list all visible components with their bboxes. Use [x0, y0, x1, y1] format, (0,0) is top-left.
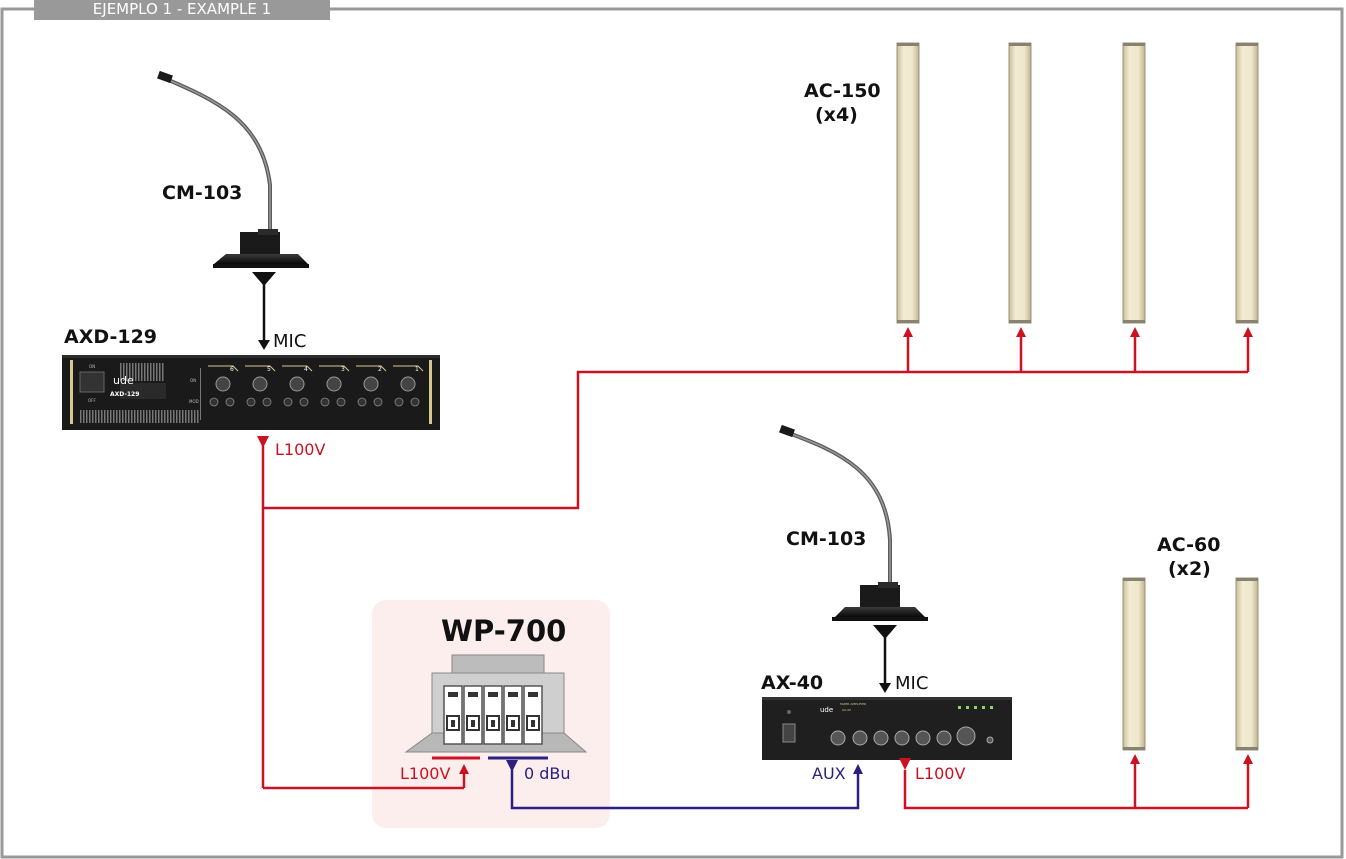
signal-l100v-top: L100V [275, 440, 326, 459]
column-ac60-qty: (x2) [1168, 558, 1211, 580]
ax40-brand-logo: ude [820, 706, 833, 714]
aux-line [510, 770, 860, 810]
axd129-knob-number: 3 [341, 366, 345, 373]
l100v-line-top [261, 335, 1250, 790]
column-ac60-model: AC-60 [1157, 534, 1221, 556]
mic-line-bottom [873, 625, 897, 693]
l100v-arrowheads-top [257, 327, 1253, 774]
column-ac150-model: AC-150 [804, 80, 881, 102]
axd129-brand-logo: ude [113, 374, 134, 387]
axd129-knob-number: 1 [415, 366, 419, 373]
aux-arrowheads [506, 760, 863, 774]
column-speakers-ac150-icon [896, 42, 1259, 324]
amp-ax40-label: AX-40 [761, 672, 824, 694]
axd129-knob-number: 5 [267, 366, 271, 373]
axd129-knob-number: 4 [304, 366, 308, 373]
axd129-model-label: AXD-129 [110, 391, 139, 398]
axd129-led-mod-label: MOD [189, 399, 199, 404]
axd129-knob-number: 6 [230, 366, 234, 373]
l100v-line-bottom [903, 762, 1250, 810]
signal-0dbu: 0 dBu [524, 764, 571, 783]
mic-top-label: CM-103 [162, 182, 243, 204]
wall-panel-wp700-label: WP-700 [441, 614, 567, 648]
signal-mic-bottom: MIC [895, 673, 929, 694]
mic-line-top [252, 272, 276, 350]
signal-mic-top: MIC [273, 331, 307, 352]
ax40-model-label: AX-40 [842, 708, 851, 712]
frame-title: EJEMPLO 1 - EXAMPLE 1 [34, 0, 330, 20]
axd129-knob-number: 2 [378, 366, 382, 373]
axd129-led-on-label: ON [190, 378, 196, 383]
microphone-bottom-icon [779, 424, 928, 621]
ax40-subtitle: MIXER AMPLIFIER [840, 702, 866, 706]
amplifier-ax40-icon: ude MIXER AMPLIFIER AX-40 [762, 697, 1012, 760]
signal-l100v-wp-in: L100V [400, 764, 451, 783]
column-speakers-ac60-icon [1122, 577, 1259, 751]
mic-bottom-label: CM-103 [786, 528, 867, 550]
signal-l100v-bottom: L100V [915, 764, 966, 783]
column-ac150-qty: (x4) [815, 104, 858, 126]
wall-panel-wp700-icon [404, 654, 588, 753]
axd129-power-off-label: OFF [88, 398, 96, 403]
axd129-power-on-label: ON [89, 364, 95, 369]
microphone-top-icon [157, 70, 309, 268]
amp-axd129-label: AXD-129 [64, 326, 158, 348]
amplifier-axd129-icon: ON OFF ON MOD ude AXD-129 6 5 4 3 2 1 [62, 355, 440, 430]
l100v-arrowheads-bottom [899, 754, 1253, 770]
outer-frame [0, 7, 1344, 859]
signal-aux: AUX [812, 764, 846, 783]
